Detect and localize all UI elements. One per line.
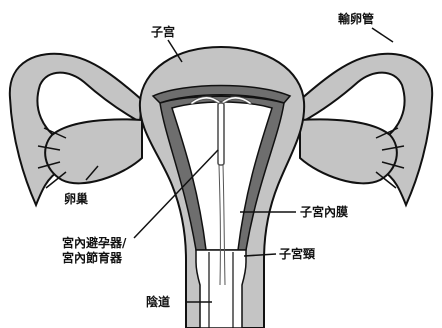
fallopian-tube-leader-line xyxy=(372,28,393,42)
label-ovary: 卵巢 xyxy=(64,193,88,205)
label-cervix: 子宮頸 xyxy=(279,248,315,260)
left-ovary xyxy=(45,119,142,183)
label-fallopian-tube: 輸卵管 xyxy=(338,13,374,25)
vaginal-canal xyxy=(196,250,246,328)
right-ovary xyxy=(300,119,397,183)
label-iud: 宮內避孕器/ 宮內節育器 xyxy=(62,236,126,266)
label-uterus: 子宫 xyxy=(151,26,175,38)
label-iud-line1: 宮內避孕器/ xyxy=(62,236,126,251)
label-iud-line2: 宮內節育器 xyxy=(62,251,126,266)
label-vagina: 陰道 xyxy=(146,296,170,308)
label-endometrium: 子宮內膜 xyxy=(300,206,348,218)
